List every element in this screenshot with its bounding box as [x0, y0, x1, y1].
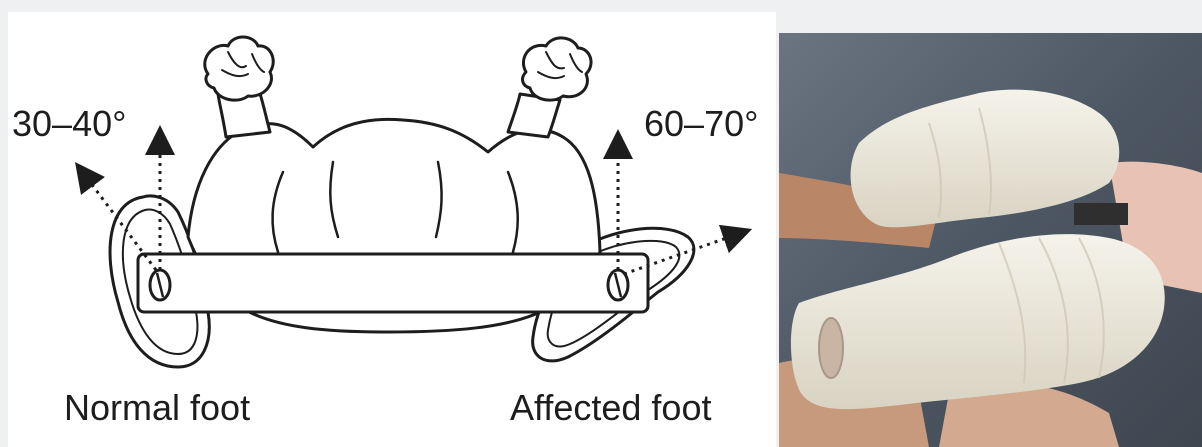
normal-angle-label: 30–40°	[12, 103, 127, 144]
right-fist	[523, 38, 592, 100]
affected-angle-label: 60–70°	[644, 103, 759, 144]
normal-foot-label: Normal foot	[64, 387, 250, 428]
left-fist	[205, 37, 273, 100]
cast-photo-svg	[779, 33, 1202, 447]
left-screw	[150, 270, 170, 300]
tape-marker	[1074, 203, 1128, 225]
cast-photo	[779, 33, 1202, 447]
diagram-panel: 30–40° 60–70° Normal foot Affected foot	[8, 12, 776, 447]
normal-rotation-arrow	[84, 174, 156, 270]
abduction-bar	[138, 254, 648, 312]
diagram-svg: 30–40° 60–70° Normal foot Affected foot	[8, 12, 776, 447]
cast-opening	[819, 318, 843, 378]
affected-foot-label: Affected foot	[510, 387, 711, 428]
